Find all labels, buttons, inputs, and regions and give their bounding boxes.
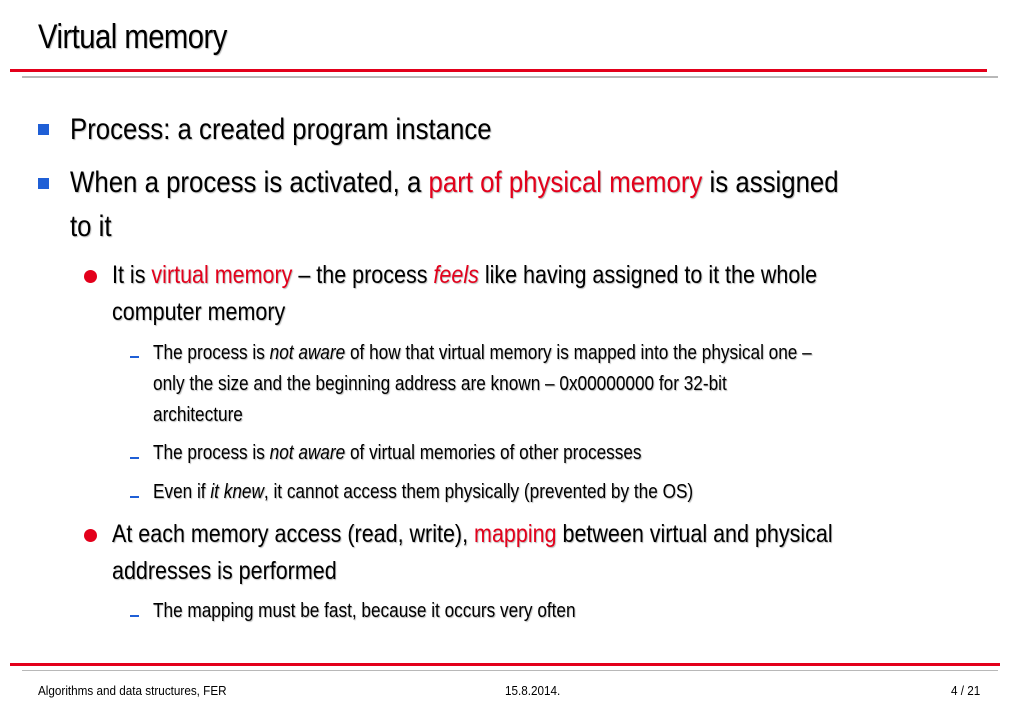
highlight-mapping: mapping [474,520,557,548]
round-bullet-icon [84,270,97,283]
detail-not-aware-mapping: The process is not aware of how that vir… [153,342,812,364]
detail-not-aware-others: The process is not aware of virtual memo… [153,442,642,464]
dash-bullet-icon [130,356,139,358]
subbullet-memory-access-cont: addresses is performed [112,557,337,585]
header-rule-shadow [22,76,998,78]
detail-even-if-knew: Even if it knew, it cannot access them p… [153,481,694,503]
dash-bullet-icon [130,457,139,459]
footer-rule [10,663,1000,666]
footer-date: 15.8.2014. [505,683,561,698]
square-bullet-icon [38,178,49,189]
footer-rule-shadow [22,670,998,671]
bullet-text: Process: a created program instance [70,113,492,146]
bullet-process-activated: When a process is activated, a part of p… [70,166,839,199]
dash-bullet-icon [130,496,139,498]
subbullet-virtual-memory-cont: computer memory [112,298,286,326]
detail-mapping-fast: The mapping must be fast, because it occ… [153,600,576,622]
detail-not-aware-mapping-line3: architecture [153,404,243,426]
detail-not-aware-mapping-line2: only the size and the beginning address … [153,373,727,395]
square-bullet-icon [38,124,49,135]
subbullet-memory-access: At each memory access (read, write), map… [112,520,833,548]
bullet-process-definition: Process: a created program instance [70,113,492,147]
highlight-part-of-physical-memory: part of physical memory [428,166,703,199]
footer-page-number: 4 / 21 [951,683,981,698]
subbullet-virtual-memory: It is virtual memory – the process feels… [112,261,818,289]
highlight-virtual-memory: virtual memory [151,261,293,289]
bullet-process-activated-cont: to it [70,210,112,243]
footer-course: Algorithms and data structures, FER [38,683,227,698]
dash-bullet-icon [130,615,139,617]
slide-title: Virtual memory [38,18,227,56]
highlight-feels: feels [433,261,479,289]
header-rule [10,69,987,72]
round-bullet-icon [84,529,97,542]
